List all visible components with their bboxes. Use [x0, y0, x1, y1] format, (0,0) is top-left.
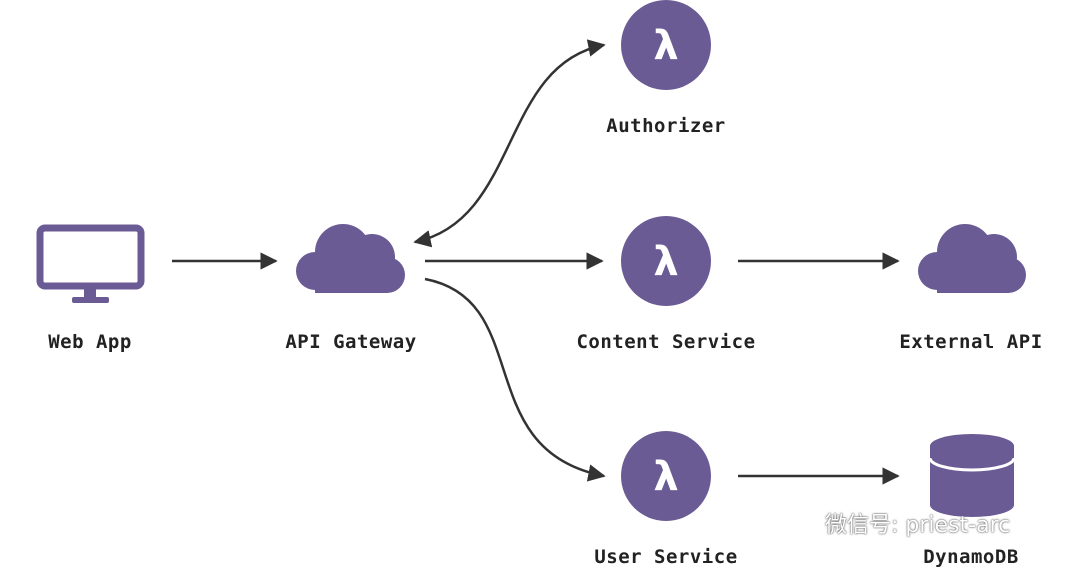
api-gateway-label: API Gateway: [285, 331, 417, 353]
content-service-lambda-glyph: λ: [653, 239, 678, 285]
edge-gateway-to-user: [424, 277, 606, 482]
authorizer-lambda-icon: λ: [621, 0, 711, 90]
watermark-text: 微信号: priest-arc: [825, 513, 1011, 538]
authorizer-label: Authorizer: [606, 115, 726, 137]
external-api-label: External API: [899, 331, 1043, 353]
user-service-lambda-glyph: λ: [653, 454, 678, 500]
user-service-lambda-icon: λ: [621, 431, 711, 521]
monitor-icon: [36, 224, 145, 303]
api-gateway-cloud-icon: [296, 224, 405, 293]
edge-gateway-authorizer: [413, 39, 606, 248]
web-app-label: Web App: [48, 331, 132, 353]
content-service-label: Content Service: [576, 331, 756, 353]
wechat-icon: [773, 506, 818, 539]
edges: [172, 39, 900, 485]
content-service-lambda-icon: λ: [621, 216, 711, 306]
database-icon: [928, 434, 1016, 517]
authorizer-lambda-glyph: λ: [653, 23, 678, 69]
watermark: 微信号: priest-arc: [773, 506, 1010, 540]
dynamodb-label: DynamoDB: [923, 546, 1019, 568]
user-service-label: User Service: [594, 546, 738, 568]
external-api-cloud-icon: [918, 224, 1026, 293]
